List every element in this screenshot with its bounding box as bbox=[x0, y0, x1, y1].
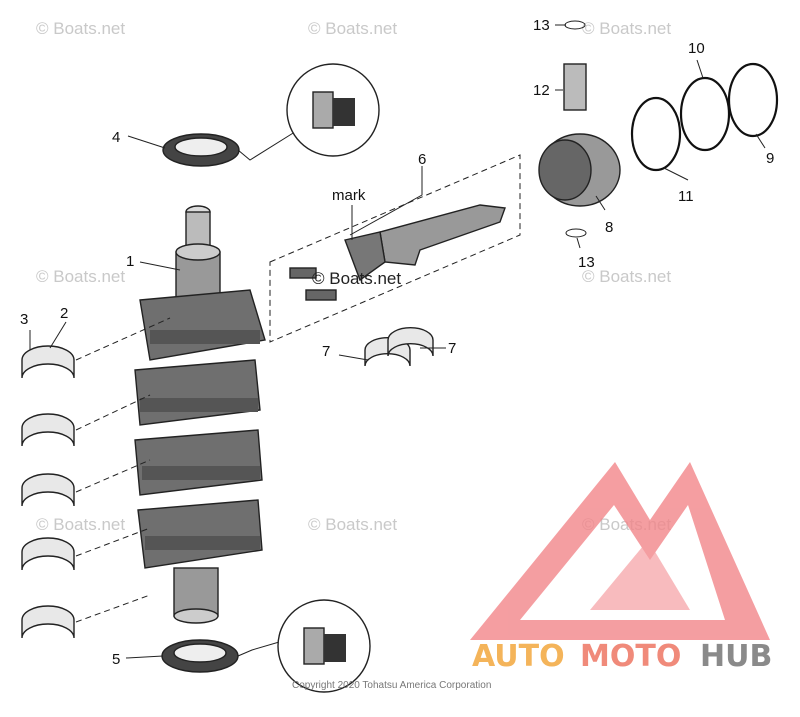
logo-inner-icon bbox=[590, 540, 690, 610]
callout-11: 11 bbox=[678, 188, 694, 205]
brand-wordmark: AUTO MOTO HUB bbox=[472, 639, 772, 674]
watermark-text: © Boats.net bbox=[36, 267, 125, 286]
callout-8: 8 bbox=[605, 219, 613, 236]
watermark-text: © Boats.net bbox=[36, 515, 125, 534]
callout-13: 13 bbox=[533, 17, 550, 34]
watermark-main-text: © Boats.net bbox=[312, 269, 401, 288]
brand-part-hub: HUB bbox=[700, 639, 772, 674]
brand-part-auto: AUTO bbox=[472, 639, 565, 674]
mark-label: mark bbox=[332, 187, 366, 204]
watermark-text: © Boats.net bbox=[582, 267, 671, 286]
crankshaft bbox=[134, 205, 266, 624]
brand-part-moto: MOTO bbox=[580, 639, 681, 674]
logo-triangle-icon bbox=[470, 462, 770, 640]
callout-4: 4 bbox=[112, 129, 120, 146]
connecting-rod bbox=[289, 204, 506, 301]
automotohub-logo bbox=[470, 462, 770, 640]
piston-rings bbox=[630, 62, 779, 172]
callout-12: 12 bbox=[533, 82, 550, 99]
callout-1: 1 bbox=[126, 253, 134, 270]
callout-labels: 1 2 3 4 5 6 7 7 8 9 10 11 12 13 13 mark bbox=[20, 17, 774, 668]
callout-7: 7 bbox=[448, 340, 456, 357]
watermark-text: © Boats.net bbox=[308, 19, 397, 38]
copyright-text: Copyright 2020 Tohatsu America Corporati… bbox=[292, 680, 491, 691]
callout-3: 3 bbox=[20, 311, 28, 328]
piston bbox=[538, 20, 621, 238]
oil-seal-lower bbox=[161, 599, 371, 693]
callout-6: 6 bbox=[418, 151, 426, 168]
main-bearings bbox=[21, 345, 75, 639]
conrod-bearings bbox=[364, 327, 434, 367]
callout-7: 7 bbox=[322, 343, 330, 360]
callout-9: 9 bbox=[766, 150, 774, 167]
callout-2: 2 bbox=[60, 305, 68, 322]
callout-13: 13 bbox=[578, 254, 595, 271]
oil-seal-upper bbox=[162, 63, 380, 167]
watermark-text: © Boats.net bbox=[36, 19, 125, 38]
callout-5: 5 bbox=[112, 651, 120, 668]
watermark-text: © Boats.net bbox=[582, 19, 671, 38]
callout-10: 10 bbox=[688, 40, 705, 57]
watermark-text: © Boats.net bbox=[308, 515, 397, 534]
